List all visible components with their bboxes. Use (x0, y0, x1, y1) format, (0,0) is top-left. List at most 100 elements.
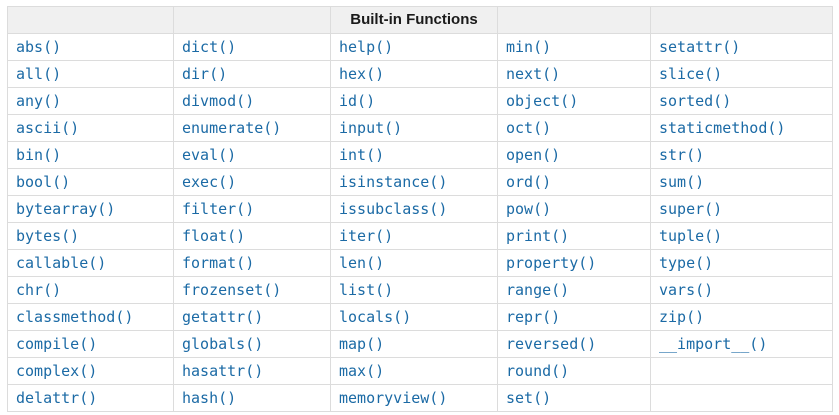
function-link[interactable]: str() (659, 146, 705, 164)
function-link[interactable]: vars() (659, 281, 714, 299)
empty-cell (650, 384, 833, 412)
function-link[interactable]: min() (506, 38, 552, 56)
function-link[interactable]: float() (182, 227, 246, 245)
function-link[interactable]: list() (339, 281, 394, 299)
function-link[interactable]: repr() (506, 308, 561, 326)
function-link[interactable]: object() (506, 92, 579, 110)
header-cell-empty-3 (497, 6, 651, 34)
function-link[interactable]: all() (16, 65, 62, 83)
table-row: classmethod() getattr() locals() repr() zip(… (7, 303, 833, 331)
function-link[interactable]: round() (506, 362, 570, 380)
function-link[interactable]: complex() (16, 362, 98, 380)
table-row: ascii() enumerate() input() oct() staticmeth… (7, 114, 833, 142)
function-link[interactable]: globals() (182, 335, 264, 353)
function-link[interactable]: issubclass() (339, 200, 448, 218)
function-link[interactable]: sorted() (659, 92, 732, 110)
table-row: all() dir() hex() next() slice() (7, 60, 833, 88)
function-link[interactable]: tuple() (659, 227, 723, 245)
function-cell: object() (497, 87, 651, 115)
function-link[interactable]: super() (659, 200, 723, 218)
function-link[interactable]: classmethod() (16, 308, 134, 326)
function-link[interactable]: hash() (182, 389, 237, 407)
function-link[interactable]: len() (339, 254, 385, 272)
function-link[interactable]: iter() (339, 227, 394, 245)
function-link[interactable]: sum() (659, 173, 705, 191)
function-cell: compile() (7, 330, 174, 358)
function-cell: input() (330, 114, 498, 142)
function-link[interactable]: type() (659, 254, 714, 272)
function-link[interactable]: enumerate() (182, 119, 282, 137)
function-link[interactable]: id() (339, 92, 376, 110)
function-link[interactable]: help() (339, 38, 394, 56)
function-cell: vars() (650, 276, 833, 304)
function-link[interactable]: reversed() (506, 335, 597, 353)
function-link[interactable]: pow() (506, 200, 552, 218)
function-link[interactable]: chr() (16, 281, 62, 299)
function-link[interactable]: map() (339, 335, 385, 353)
function-cell: hex() (330, 60, 498, 88)
function-link[interactable]: bytes() (16, 227, 80, 245)
function-cell: print() (497, 222, 651, 250)
function-cell: staticmethod() (650, 114, 833, 142)
function-link[interactable]: frozenset() (182, 281, 282, 299)
table-row: bool() exec() isinstance() ord() sum() (7, 168, 833, 196)
function-link[interactable]: max() (339, 362, 385, 380)
table-row: compile() globals() map() reversed() __impor… (7, 330, 833, 358)
empty-cell (650, 357, 833, 385)
function-link[interactable]: int() (339, 146, 385, 164)
function-link[interactable]: set() (506, 389, 552, 407)
header-cell-empty-4 (650, 6, 833, 34)
table-body: abs() dict() help() min() setattr() all() dir(… (7, 33, 833, 412)
function-link[interactable]: bytearray() (16, 200, 116, 218)
function-link[interactable]: abs() (16, 38, 62, 56)
function-cell: type() (650, 249, 833, 277)
function-link[interactable]: property() (506, 254, 597, 272)
function-link[interactable]: dict() (182, 38, 237, 56)
function-link[interactable]: filter() (182, 200, 255, 218)
function-link[interactable]: eval() (182, 146, 237, 164)
function-link[interactable]: open() (506, 146, 561, 164)
function-link[interactable]: setattr() (659, 38, 741, 56)
function-cell: all() (7, 60, 174, 88)
function-cell: chr() (7, 276, 174, 304)
function-link[interactable]: ord() (506, 173, 552, 191)
function-link[interactable]: next() (506, 65, 561, 83)
function-link[interactable]: ascii() (16, 119, 80, 137)
function-link[interactable]: exec() (182, 173, 237, 191)
function-link[interactable]: bin() (16, 146, 62, 164)
function-link[interactable]: callable() (16, 254, 107, 272)
function-link[interactable]: dir() (182, 65, 228, 83)
function-link[interactable]: bool() (16, 173, 71, 191)
function-link[interactable]: slice() (659, 65, 723, 83)
function-link[interactable]: format() (182, 254, 255, 272)
function-link[interactable]: print() (506, 227, 570, 245)
function-link[interactable]: range() (506, 281, 570, 299)
function-link[interactable]: input() (339, 119, 403, 137)
function-link[interactable]: staticmethod() (659, 119, 786, 137)
function-link[interactable]: getattr() (182, 308, 264, 326)
function-cell: property() (497, 249, 651, 277)
function-link[interactable]: hex() (339, 65, 385, 83)
function-cell: super() (650, 195, 833, 223)
function-link[interactable]: any() (16, 92, 62, 110)
function-link[interactable]: hasattr() (182, 362, 264, 380)
table-row: delattr() hash() memoryview() set() (7, 384, 833, 412)
function-link[interactable]: delattr() (16, 389, 98, 407)
function-link[interactable]: zip() (659, 308, 705, 326)
function-link[interactable]: isinstance() (339, 173, 448, 191)
function-link[interactable]: divmod() (182, 92, 255, 110)
function-cell: help() (330, 33, 498, 61)
function-link[interactable]: oct() (506, 119, 552, 137)
function-cell: id() (330, 87, 498, 115)
function-link[interactable]: memoryview() (339, 389, 448, 407)
function-cell: frozenset() (173, 276, 331, 304)
function-cell: callable() (7, 249, 174, 277)
function-link[interactable]: __import__() (659, 335, 768, 353)
function-cell: divmod() (173, 87, 331, 115)
function-link[interactable]: locals() (339, 308, 412, 326)
function-cell: bytes() (7, 222, 174, 250)
function-link[interactable]: compile() (16, 335, 98, 353)
function-cell: eval() (173, 141, 331, 169)
function-cell: hash() (173, 384, 331, 412)
function-cell: filter() (173, 195, 331, 223)
